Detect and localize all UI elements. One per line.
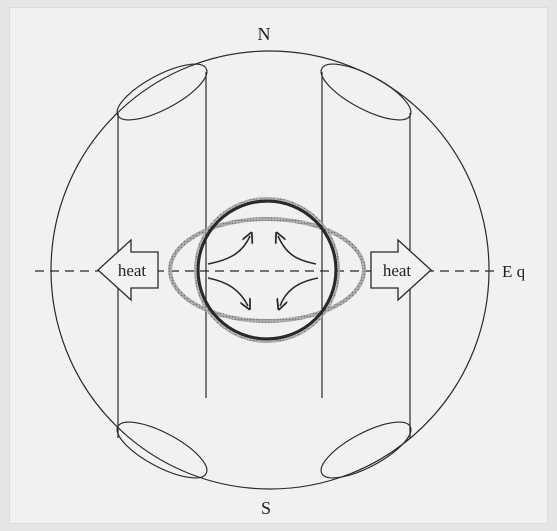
south-pole-label: S <box>261 498 271 518</box>
heat-label-right: heat <box>383 261 412 280</box>
heat-label-left: heat <box>118 261 147 280</box>
arrow-up-right <box>278 236 316 264</box>
equator-label: E q <box>502 262 526 281</box>
arrow-down-left <box>208 278 248 306</box>
arrow-down-right <box>280 278 318 306</box>
heat-arrow-left: heat <box>98 240 158 300</box>
arrow-up-left <box>208 236 250 264</box>
north-pole-label: N <box>258 24 271 44</box>
inner-core <box>198 201 336 339</box>
heat-arrow-right: heat <box>371 240 431 300</box>
